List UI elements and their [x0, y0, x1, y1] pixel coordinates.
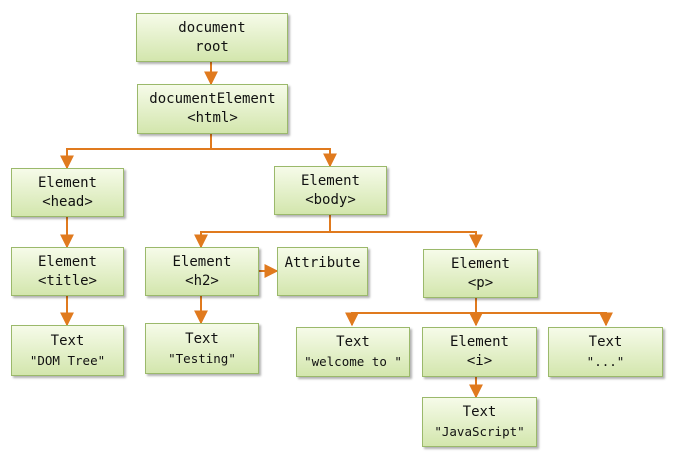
node-element-title-line2: <title> [37, 272, 97, 289]
node-text-welcome: Text "welcome to " [296, 327, 410, 377]
node-attribute: Attribute [277, 247, 368, 296]
node-element-h2-line2: <h2> [185, 272, 219, 289]
node-document-element-line1: documentElement [149, 91, 276, 107]
node-document-root-line1: document [178, 19, 246, 36]
node-document-root-line2: root [195, 38, 229, 55]
node-text-testing-line1: Text [185, 330, 219, 347]
edge-html-split [60, 134, 212, 170]
node-text-ellipsis-line1: Text [588, 334, 623, 350]
node-attribute-line1: Attribute [284, 255, 361, 271]
node-element-i-line2: <i> [466, 353, 493, 369]
node-element-head: Element <head> [11, 168, 124, 217]
node-element-head-line2: <head> [42, 193, 93, 210]
node-element-title-line1: Element [37, 253, 97, 270]
edge-body-h2 [194, 215, 331, 249]
node-document-root: document root [136, 13, 288, 62]
node-text-welcome-line1: Text [336, 334, 370, 350]
node-document-element: documentElement <html> [137, 84, 288, 134]
node-document-element-line2: <html> [187, 110, 238, 126]
node-text-dom-tree-line2: "DOM Tree" [29, 352, 106, 368]
edge-html-body [211, 148, 337, 168]
node-element-head-line1: Element [37, 174, 97, 191]
node-element-p: Element <p> [423, 249, 538, 298]
node-text-javascript: Text "JavaScript" [422, 397, 537, 447]
node-text-dom-tree: Text "DOM Tree" [11, 325, 124, 376]
node-element-p-line2: <p> [467, 274, 494, 291]
edge-p-ellipsis [476, 312, 613, 327]
node-element-p-line1: Element [450, 255, 510, 272]
edge-body-p [330, 231, 483, 249]
node-element-body: Element <body> [274, 166, 387, 215]
node-text-dom-tree-line1: Text [50, 332, 85, 349]
node-text-testing: Text "Testing" [145, 323, 259, 374]
node-element-i-line1: Element [449, 334, 509, 350]
node-text-testing-line2: "Testing" [168, 350, 236, 366]
node-element-body-line1: Element [300, 172, 360, 189]
node-element-title: Element <title> [11, 247, 124, 296]
node-element-h2: Element <h2> [145, 247, 259, 296]
node-text-javascript-line1: Text [462, 404, 497, 420]
node-text-ellipsis: Text "..." [548, 327, 663, 377]
node-element-i: Element <i> [422, 327, 537, 377]
node-element-h2-line1: Element [172, 253, 232, 270]
node-text-ellipsis-line2: "..." [586, 354, 625, 369]
node-text-welcome-line2: "welcome to " [304, 354, 402, 369]
edge-p-welcome [345, 298, 477, 327]
node-element-body-line2: <body> [305, 191, 356, 208]
node-text-javascript-line2: "JavaScript" [434, 424, 525, 439]
